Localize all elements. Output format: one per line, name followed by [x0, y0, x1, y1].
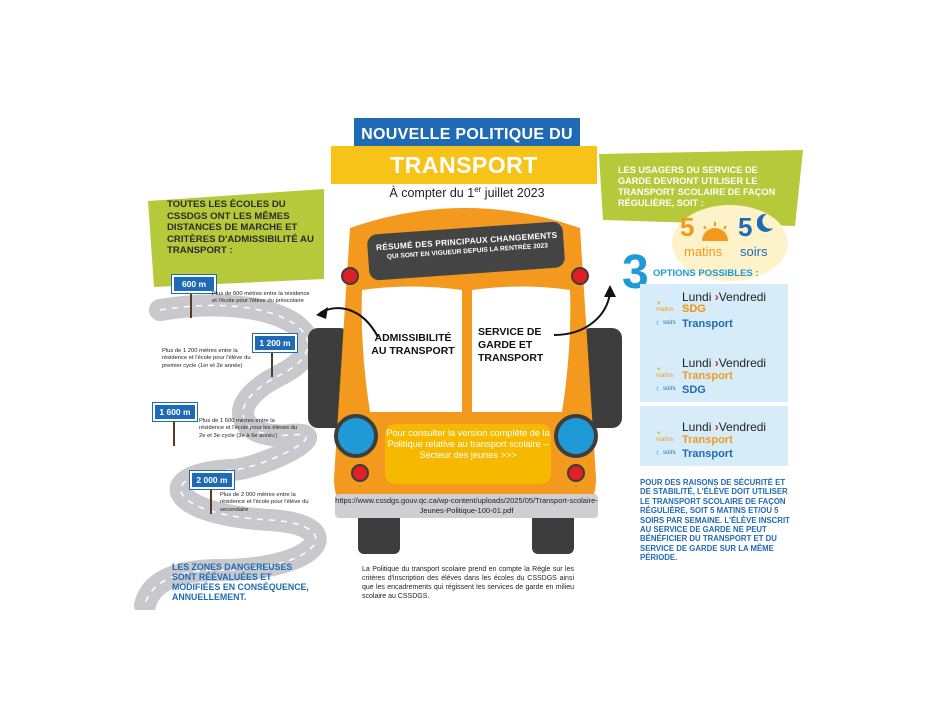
schedule-bubble: [672, 205, 788, 281]
option-box-3: [640, 406, 788, 466]
option-1-morning-label: matins: [656, 307, 674, 313]
evening-label: soirs: [740, 244, 768, 259]
right-safety-note: POUR DES RAISONS DE SÉCURITÉ ET DE STABI…: [640, 478, 790, 563]
sign-post: [271, 347, 273, 377]
option-1-evening-label: soirs: [663, 320, 676, 326]
distance-sign-600: 600 m: [172, 275, 216, 293]
options-label: OPTIONS POSSIBLES :: [653, 268, 759, 279]
option-3-morning-value: Transport: [682, 434, 733, 446]
sun-icon: [702, 222, 728, 241]
option-2-moon-icon: ☾: [656, 387, 662, 393]
policy-url[interactable]: https://www.cssdgs.gouv.qc.ca/wp-content…: [335, 494, 598, 518]
sign-post: [190, 288, 192, 318]
option-3-moon-icon: ☾: [656, 451, 662, 457]
right-intro-text: LES USAGERS DU SERVICE DE GARDE DEVRONT …: [618, 165, 776, 208]
option-1-evening-value: Transport: [682, 318, 733, 330]
sign-post: [173, 416, 175, 446]
window-admissibility: ADMISSIBILITÉ AU TRANSPORT: [371, 332, 455, 357]
left-intro-text: TOUTES LES ÉCOLES DU CSSDGS ONT LES MÊME…: [167, 199, 314, 256]
option-2-evening-label: soirs: [663, 386, 676, 392]
evening-count: 5: [738, 212, 753, 242]
distance-sign-2000: 2 000 m: [190, 471, 234, 489]
effective-date: À compter du 1er juillet 2023: [389, 185, 545, 201]
distance-desc-1600: Plus de 1 600 mètres entre la résidence …: [199, 418, 298, 439]
option-2-morning-value: Transport: [682, 370, 733, 382]
option-1-morning-value: SDG: [682, 303, 706, 315]
distance-desc-600: Plus de 600 mètres entre la résidence et…: [212, 291, 310, 305]
sign-post: [210, 484, 212, 514]
arrow-right-icon: [553, 285, 616, 336]
distance-sign-1600: 1 600 m: [153, 403, 197, 421]
arrow-left-icon: [316, 307, 379, 338]
option-1-days: Lundi ›Vendredi: [682, 290, 767, 304]
danger-zones-note: LES ZONES DANGEREUSES SONT RÉÉVALUÉES ET…: [172, 562, 309, 602]
option-1-sun-icon: ☀: [656, 301, 662, 307]
moon-icon: [757, 214, 773, 232]
option-2-evening-value: SDG: [682, 384, 706, 396]
option-3-days: Lundi ›Vendredi: [682, 420, 767, 434]
left-green-banner: [148, 189, 324, 287]
option-2-sun-icon: ☀: [656, 367, 662, 373]
distance-sign-1200: 1 200 m: [253, 334, 297, 352]
option-3-morning-label: matins: [656, 437, 674, 443]
option-box-2: [640, 342, 788, 402]
option-box-1: [640, 284, 788, 344]
morning-count: 5: [680, 212, 695, 242]
option-3-sun-icon: ☀: [656, 431, 662, 437]
option-1-moon-icon: ☾: [656, 321, 662, 327]
distance-desc-2000: Plus de 2 000 mètres entre la résidence …: [220, 492, 309, 513]
option-3-evening-label: soirs: [663, 450, 676, 456]
morning-label: matins: [684, 244, 723, 259]
option-2-morning-label: matins: [656, 373, 674, 379]
winding-road: [134, 294, 327, 610]
title-line-2: TRANSPORT SCOLAIRE: [331, 146, 597, 216]
distance-desc-1200: Plus de 1 200 mètres entre la résidence …: [162, 348, 251, 369]
policy-footnote: La Politique du transport scolaire prend…: [362, 566, 574, 600]
policy-link-box[interactable]: Pour consulter la version complète de la…: [385, 424, 551, 484]
option-2-days: Lundi ›Vendredi: [682, 356, 767, 370]
window-daycare-transport: SERVICE DE GARDE ET TRANSPORT: [478, 326, 544, 364]
option-3-evening-value: Transport: [682, 448, 733, 460]
